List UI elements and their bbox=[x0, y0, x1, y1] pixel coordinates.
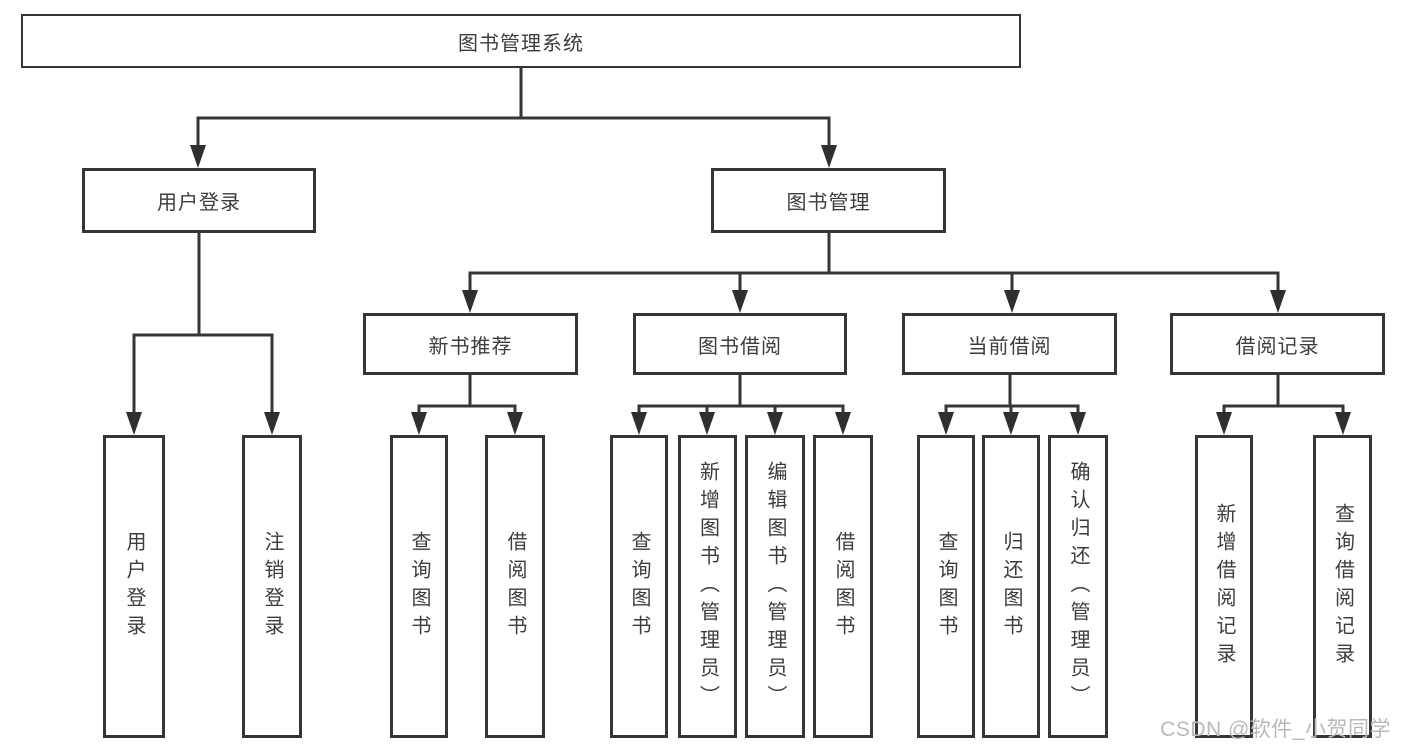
node-label: 当前借阅 bbox=[967, 335, 1052, 358]
leaf-label: 查询图书 bbox=[628, 530, 650, 643]
node-label: 用户登录 bbox=[157, 192, 241, 214]
node-label: 图书管理系统 bbox=[458, 32, 584, 55]
csdn-watermark: CSDN @软件_小贺同学 bbox=[1160, 718, 1391, 741]
leaf-label: 注销登录 bbox=[261, 530, 283, 643]
leaf-label: 用户登录 bbox=[123, 530, 145, 643]
leaf-label: 归还图书 bbox=[1000, 530, 1022, 643]
leaf-edit-book-admin: 编辑图书（管理员） bbox=[745, 435, 805, 738]
leaf-label: 确认归还（管理员） bbox=[1067, 460, 1089, 713]
leaf-borrow-book: 借阅图书 bbox=[813, 435, 873, 738]
leaf-logout-login: 注销登录 bbox=[242, 435, 302, 738]
node-user-login: 用户登录 bbox=[82, 168, 316, 233]
leaf-add-borrow-record: 新增借阅记录 bbox=[1195, 435, 1253, 738]
leaf-borrow-book-recommend: 借阅图书 bbox=[485, 435, 545, 738]
leaf-query-book-borrow: 查询图书 bbox=[610, 435, 668, 738]
leaf-add-book-admin: 新增图书（管理员） bbox=[678, 435, 737, 738]
leaf-label: 编辑图书（管理员） bbox=[764, 460, 786, 713]
node-label: 新书推荐 bbox=[428, 335, 513, 358]
node-book-borrow: 图书借阅 bbox=[633, 313, 847, 375]
leaf-return-book: 归还图书 bbox=[982, 435, 1040, 738]
node-borrow-record: 借阅记录 bbox=[1170, 313, 1385, 375]
node-label: 图书管理 bbox=[786, 192, 871, 214]
node-system-root: 图书管理系统 bbox=[21, 14, 1021, 68]
node-book-management: 图书管理 bbox=[711, 168, 946, 233]
node-label: 图书借阅 bbox=[698, 335, 782, 358]
leaf-label: 查询图书 bbox=[935, 530, 957, 643]
leaf-query-book-current: 查询图书 bbox=[917, 435, 975, 738]
node-label: 借阅记录 bbox=[1235, 335, 1320, 358]
leaf-confirm-return-admin: 确认归还（管理员） bbox=[1048, 435, 1108, 738]
leaf-label: 借阅图书 bbox=[832, 530, 854, 643]
leaf-label: 查询借阅记录 bbox=[1331, 502, 1354, 671]
leaf-user-login: 用户登录 bbox=[103, 435, 165, 738]
leaf-label: 查询图书 bbox=[408, 530, 430, 643]
leaf-label: 新增图书（管理员） bbox=[696, 460, 719, 713]
leaf-query-book-recommend: 查询图书 bbox=[390, 435, 448, 738]
leaf-label: 借阅图书 bbox=[504, 530, 526, 643]
node-new-book-recommend: 新书推荐 bbox=[363, 313, 578, 375]
node-current-borrow: 当前借阅 bbox=[902, 313, 1117, 375]
leaf-query-borrow-record: 查询借阅记录 bbox=[1313, 435, 1372, 738]
leaf-label: 新增借阅记录 bbox=[1213, 502, 1235, 671]
